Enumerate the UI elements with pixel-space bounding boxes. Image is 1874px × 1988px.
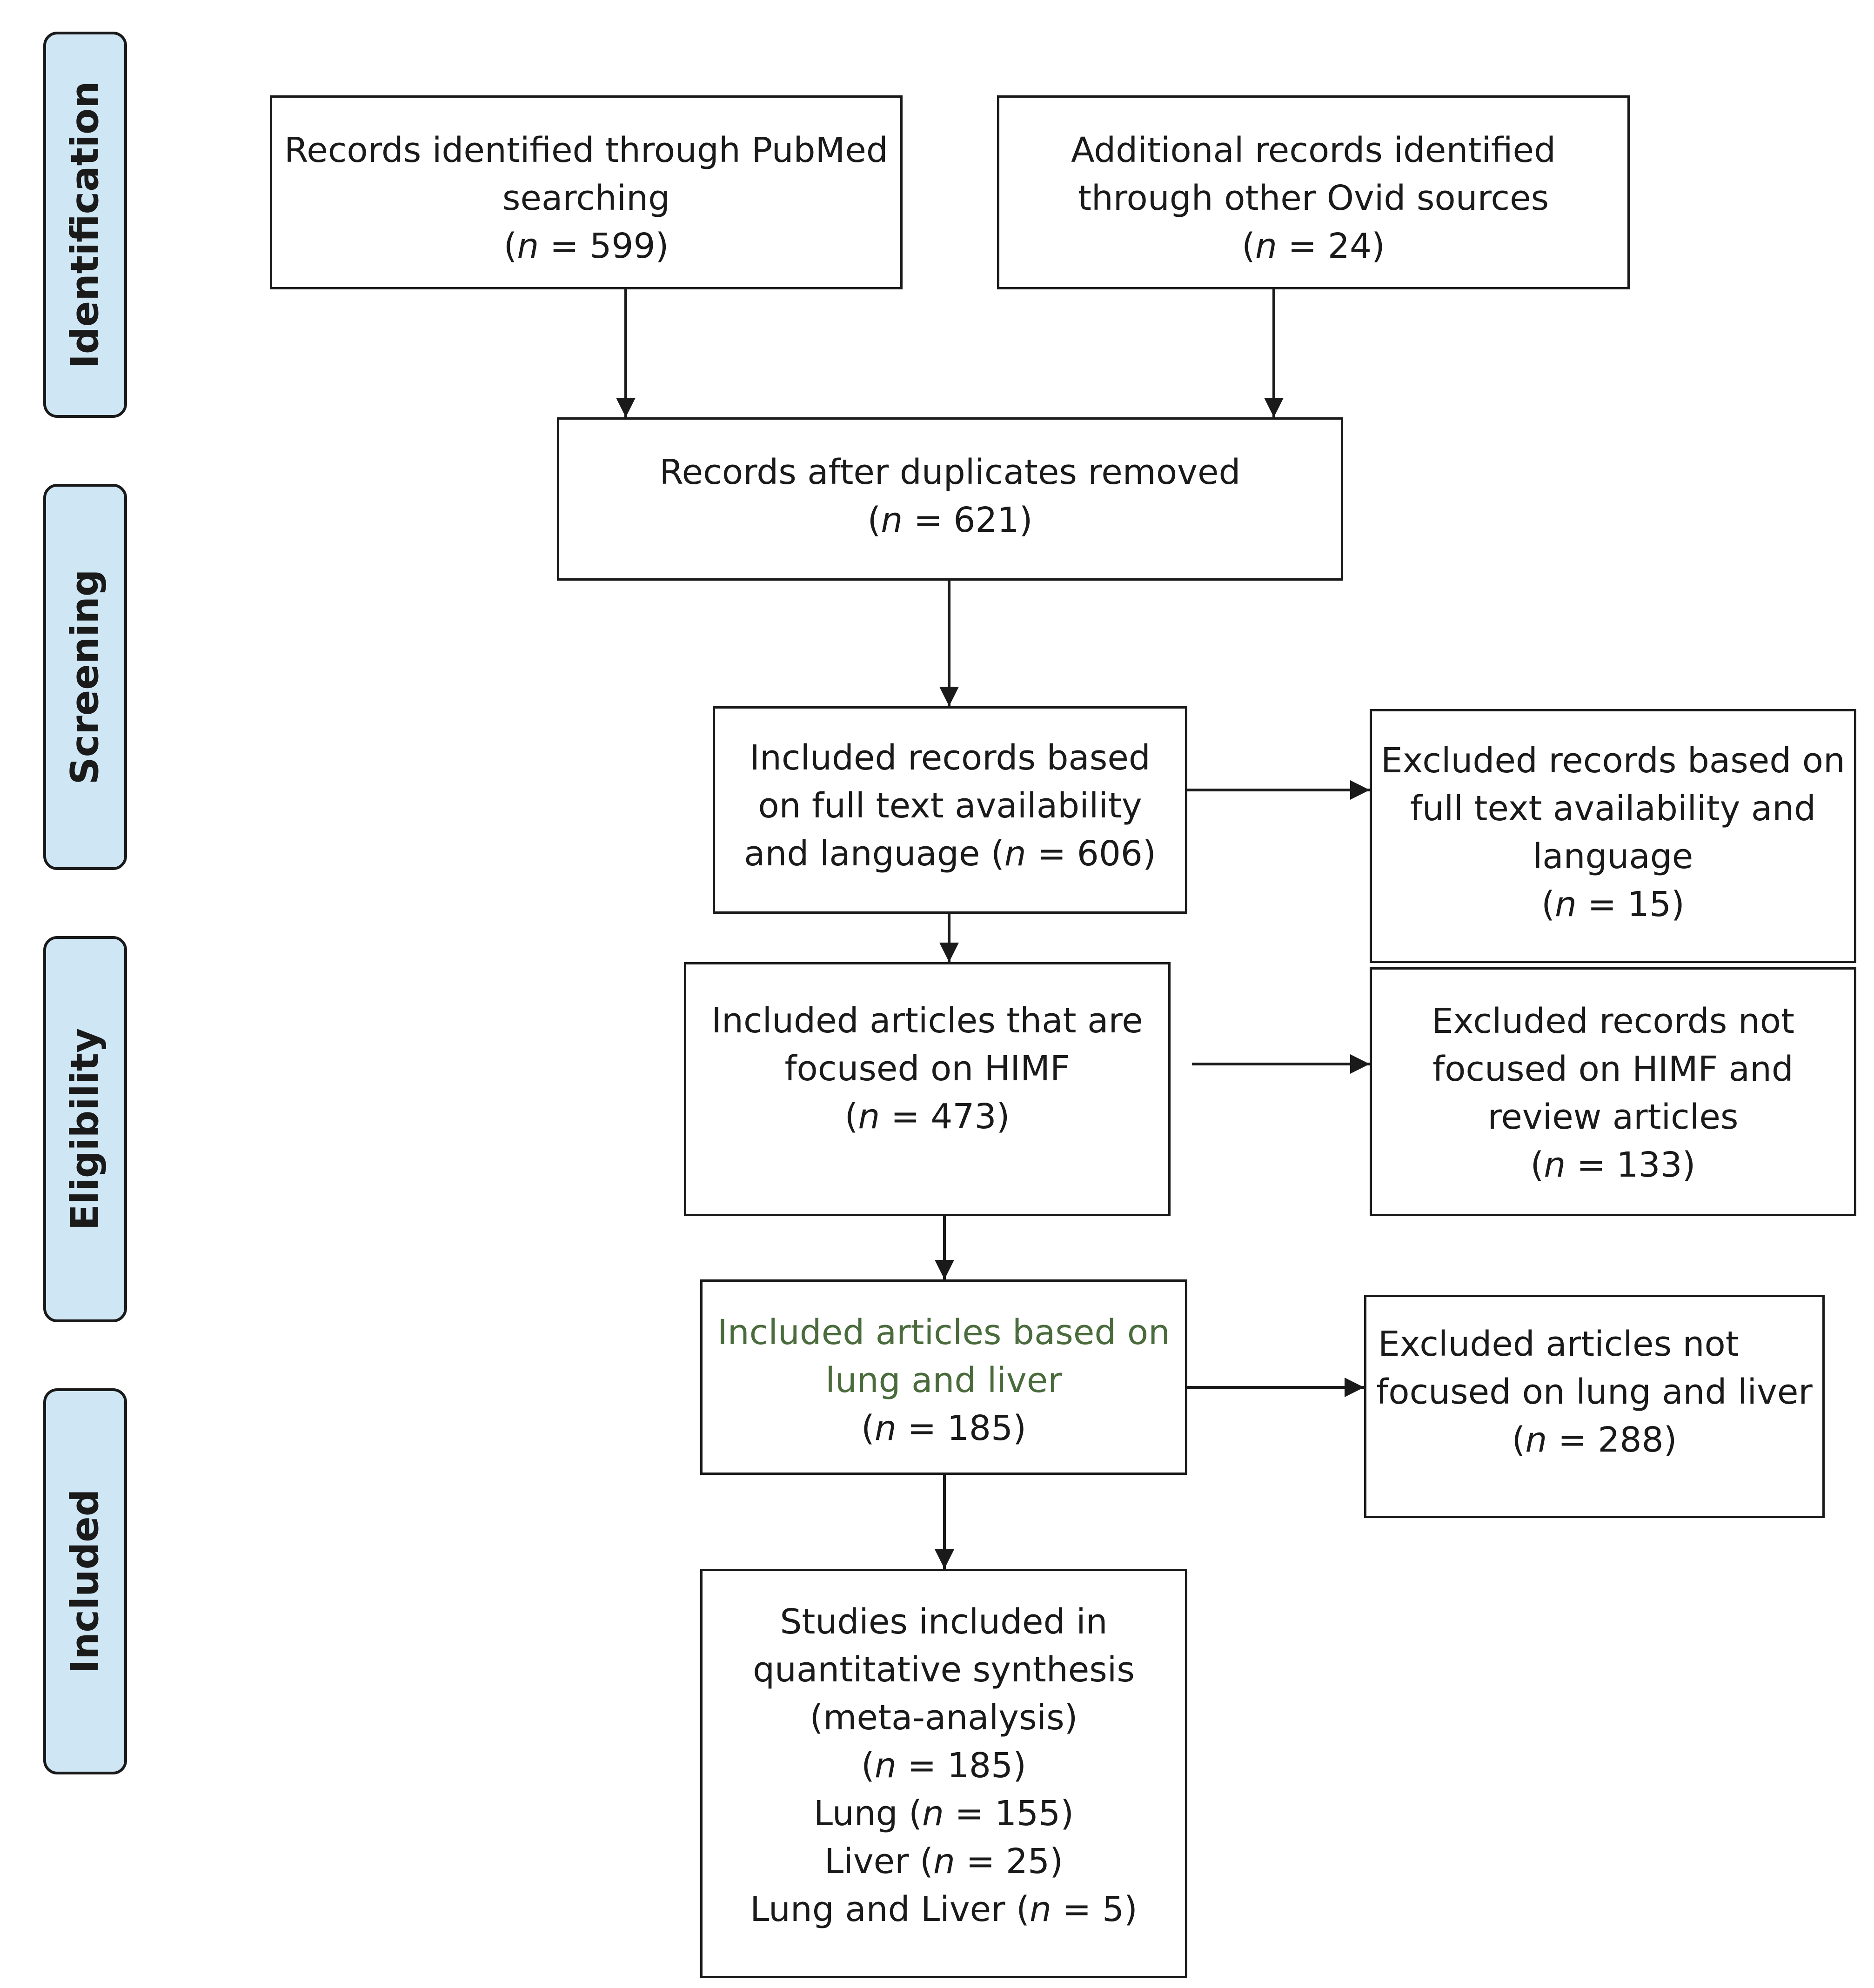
final-line3: (meta-analysis) (810, 1698, 1078, 1738)
duplicates-line1: Records after duplicates removed (659, 452, 1241, 492)
pubmed-count: (n = 599) (503, 226, 669, 266)
box-fulltext-included: Included records based on full text avai… (713, 706, 1187, 914)
ovid-line2: through other Ovid sources (1078, 178, 1549, 218)
ovid-line1: Additional records identified (1071, 130, 1556, 170)
pubmed-line1: Records identified through PubMed (284, 130, 888, 170)
organ-excluded-line1: Excluded articles not (1378, 1324, 1739, 1364)
organ-included-line2: lung and liver (825, 1360, 1062, 1400)
box-himf-excluded: Excluded records not focused on HIMF and… (1370, 967, 1856, 1216)
organ-included-count: (n = 185) (861, 1408, 1026, 1448)
phase-included: Included (43, 1388, 127, 1774)
box-fulltext-excluded: Excluded records based on full text avai… (1370, 709, 1856, 963)
himf-included-line1: Included articles that are (711, 1001, 1143, 1041)
box-pubmed-records: Records identified through PubMed search… (270, 95, 903, 289)
ovid-count: (n = 24) (1242, 226, 1385, 266)
final-line2: quantitative synthesis (753, 1650, 1135, 1690)
himf-excluded-line3: review articles (1487, 1097, 1739, 1137)
fulltext-excluded-line2: full text availability and (1410, 789, 1816, 829)
box-organ-included: Included articles based on lung and live… (700, 1279, 1187, 1475)
box-duplicates-removed: Records after duplicates removed (n = 62… (557, 417, 1343, 581)
box-himf-included: Included articles that are focused on HI… (684, 962, 1171, 1216)
fulltext-excluded-count: (n = 15) (1541, 884, 1685, 924)
box-organ-excluded: Excluded articles not focused on lung an… (1364, 1295, 1825, 1518)
final-lung-count: Lung (n = 155) (813, 1794, 1074, 1834)
phase-eligibility: Eligibility (43, 936, 127, 1322)
final-liver-count: Liver (n = 25) (824, 1841, 1063, 1881)
final-both-count: Lung and Liver (n = 5) (750, 1889, 1138, 1929)
box-ovid-records: Additional records identified through ot… (997, 95, 1630, 289)
fulltext-excluded-line3: language (1533, 837, 1693, 877)
fulltext-included-line2: on full text availability (758, 786, 1142, 826)
pubmed-line2: searching (502, 178, 670, 218)
final-line1: Studies included in (780, 1602, 1108, 1642)
phase-identification: Identification (43, 32, 127, 418)
phase-screening: Screening (43, 484, 127, 870)
himf-excluded-count: (n = 133) (1530, 1145, 1696, 1185)
fulltext-excluded-line1: Excluded records based on (1381, 741, 1845, 781)
himf-included-line2: focused on HIMF (784, 1049, 1070, 1089)
himf-excluded-line2: focused on HIMF and (1432, 1049, 1794, 1089)
himf-included-count: (n = 473) (844, 1097, 1010, 1137)
box-final-studies: Studies included in quantitative synthes… (700, 1569, 1187, 1978)
duplicates-count: (n = 621) (867, 500, 1033, 540)
organ-included-line1: Included articles based on (717, 1312, 1171, 1352)
himf-excluded-line1: Excluded records not (1431, 1001, 1795, 1041)
fulltext-included-line1: Included records based (750, 738, 1151, 778)
organ-excluded-line2: focused on lung and liver (1376, 1372, 1813, 1412)
organ-excluded-count: (n = 288) (1512, 1420, 1677, 1460)
fulltext-included-line3: and language (n = 606) (744, 834, 1156, 874)
final-total-count: (n = 185) (861, 1746, 1026, 1786)
